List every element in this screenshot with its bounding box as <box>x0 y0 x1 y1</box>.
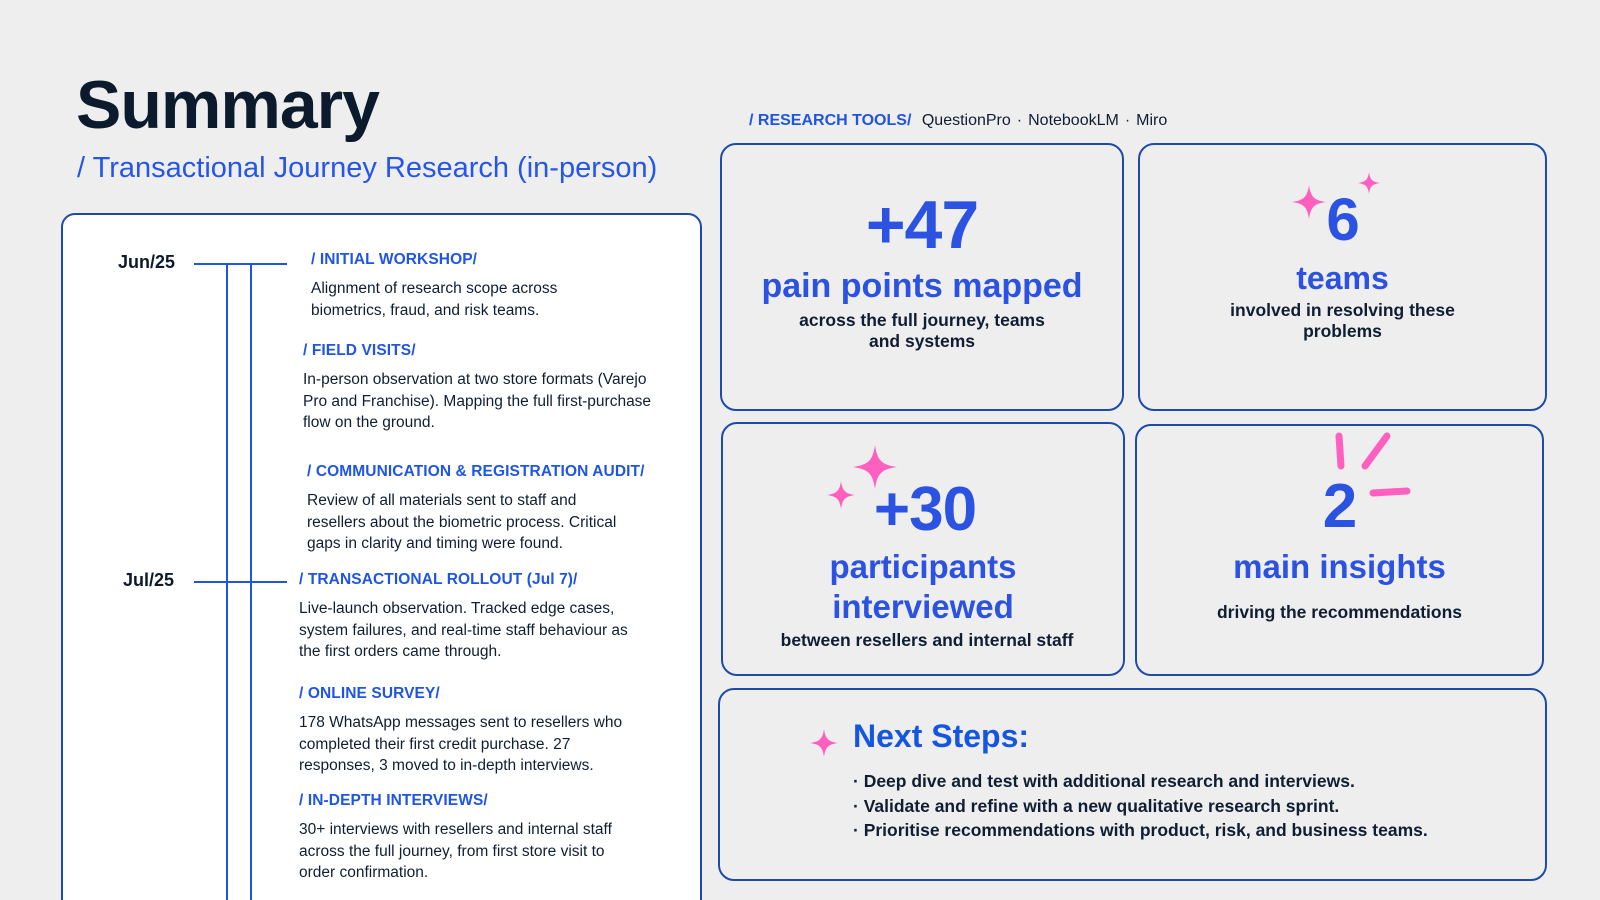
research-tools-label: / RESEARCH TOOLS/ <box>749 112 912 129</box>
event-body: In-person observation at two store forma… <box>303 371 652 431</box>
tool-name: Miro <box>1136 112 1168 129</box>
stat-caption: between resellers and internal staff <box>780 630 1074 650</box>
event-body: 178 WhatsApp messages sent to resellers … <box>299 714 623 774</box>
stat-label: pain points mapped <box>761 267 1083 305</box>
next-steps-title: Next Steps: <box>853 718 1030 754</box>
research-tools: / RESEARCH TOOLS/ QuestionPro · NotebookLM… <box>749 112 1167 130</box>
event-title: / FIELD VISITS/ <box>303 342 416 359</box>
stat-caption: and systems <box>868 331 976 352</box>
event-title: / TRANSACTIONAL ROLLOUT (Jul 7)/ <box>299 571 578 588</box>
month-label: Jul/25 <box>123 570 175 590</box>
stat-card-participants: +30 participants interviewed between res… <box>721 422 1125 676</box>
sparkle-icon <box>810 729 838 757</box>
burst-icon <box>1335 432 1411 497</box>
event-title: / INITIAL WORKSHOP/ <box>311 251 478 268</box>
stat-card-teams: 6 teams involved in resolving these prob… <box>1138 143 1547 411</box>
timeline-event: / COMMUNICATION & REGISTRATION AUDIT/ Re… <box>307 463 645 555</box>
timeline-tick-jun <box>194 263 287 265</box>
tool-name: QuestionPro <box>921 112 1011 129</box>
sparkle-icon <box>1358 172 1380 194</box>
stat-value: +30 <box>873 475 977 544</box>
next-steps-card <box>718 688 1547 881</box>
timeline-card: Jun/25 Jul/25 / INITIAL WORKSHOP/ Alignm… <box>61 213 702 900</box>
event-body: Review of all materials sent to staff an… <box>307 492 617 552</box>
event-title: / IN-DEPTH INTERVIEWS/ <box>299 792 488 809</box>
tool-name: NotebookLM <box>1028 112 1119 129</box>
stat-caption: involved in resolving these <box>1230 299 1455 320</box>
timeline-event: / ONLINE SURVEY/ 178 WhatsApp messages s… <box>299 685 634 777</box>
stat-caption: across the full journey, teams <box>799 310 1045 331</box>
stat-caption: driving the recommendations <box>1216 601 1463 622</box>
timeline-tick-jul <box>194 581 287 583</box>
next-steps-list: · Deep dive and test with additional res… <box>853 769 1428 843</box>
page-title: Summary <box>76 67 380 143</box>
stat-label: teams <box>1296 260 1389 296</box>
sparkle-icon <box>827 481 855 509</box>
sparkle-icon <box>853 445 897 489</box>
event-title: / COMMUNICATION & REGISTRATION AUDIT/ <box>307 463 645 480</box>
timeline-event: / INITIAL WORKSHOP/ Alignment of researc… <box>311 251 571 321</box>
stat-caption: problems <box>1303 320 1382 341</box>
stat-card-pain-points: +47 pain points mapped across the full j… <box>720 143 1124 411</box>
next-step-item: · Deep dive and test with additional res… <box>853 771 1355 791</box>
stat-value: 6 <box>1326 186 1359 253</box>
page-subtitle: / Transactional Journey Research (in-per… <box>77 152 658 184</box>
stat-card-insights: 2 main insights driving the recommendati… <box>1135 424 1544 676</box>
stat-label: interviewed <box>832 588 1014 625</box>
timeline-event: / IN-DEPTH INTERVIEWS/ 30+ interviews wi… <box>299 792 634 884</box>
event-title: / ONLINE SURVEY/ <box>299 685 440 702</box>
timeline-event: / FIELD VISITS/ In-person observation at… <box>303 342 668 434</box>
event-body: Live-launch observation. Tracked edge ca… <box>299 600 628 660</box>
event-body: 30+ interviews with resellers and intern… <box>299 821 612 881</box>
separator: · <box>1016 112 1023 129</box>
timeline-event: / TRANSACTIONAL ROLLOUT (Jul 7)/ Live-la… <box>299 571 644 663</box>
stat-label: participants <box>829 548 1017 585</box>
stat-label: main insights <box>1233 548 1446 585</box>
event-body: Alignment of research scope across biome… <box>311 280 558 319</box>
month-label: Jun/25 <box>118 252 176 272</box>
stat-value: +47 <box>865 187 979 263</box>
sparkle-icon <box>1292 185 1326 219</box>
next-step-item: · Validate and refine with a new qualita… <box>853 795 1340 816</box>
stat-value: 2 <box>1322 472 1357 541</box>
next-step-item: · Prioritise recommendations with produc… <box>853 820 1428 840</box>
separator: · <box>1124 112 1131 129</box>
